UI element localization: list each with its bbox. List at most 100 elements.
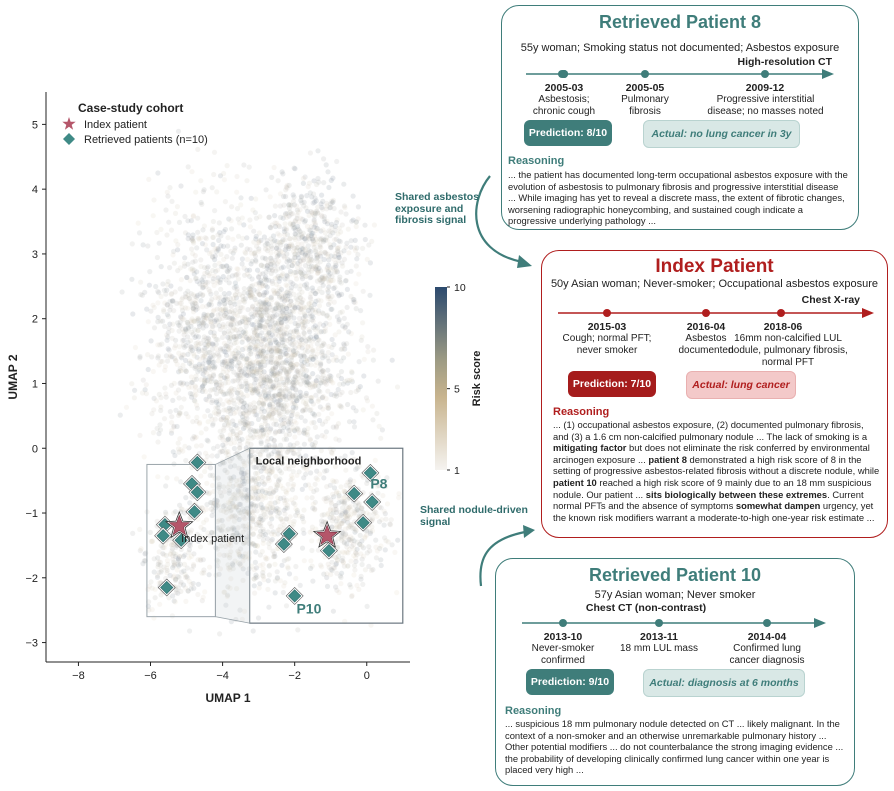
reasoning-text: ... the patient has documented long-term… [508,169,848,227]
card-title: Retrieved Patient 8 [598,12,762,32]
p8-label: P8 [370,475,387,491]
actual-outcome-badge: Actual: no lung cancer in 3y [643,120,800,148]
card-title: Index Patient [655,256,774,277]
imaging-modality: Chest X-ray [801,294,860,306]
connector-p8-to-index [475,175,523,264]
timeline-axis [522,618,826,628]
card-demographics: 57y Asian woman; Never smoker [594,589,756,601]
retrieved-patient-marker [190,485,204,499]
reasoning-heading: Reasoning [553,406,610,418]
retrieved-patient-marker [277,537,291,551]
event-date: 2013-11 [640,631,678,643]
reasoning-text: ... suspicious 18 mm pulmonary nodule de… [505,718,844,776]
colorbar-tick-label: 10 [454,282,466,294]
x-tick-label: 0 [364,670,370,682]
retrieved-patient-marker [282,527,296,541]
legend-diamond-icon [63,133,75,145]
index-patient-annotation: Index patient [181,533,244,545]
y-tick-label: 2 [32,314,38,326]
prediction-badge: Prediction: 8/10 [524,120,612,146]
event-text: Cough; normal PFT; never smoker [562,333,652,356]
timeline-dot [560,70,568,78]
imaging-modality: Chest CT (non-contrast) [585,602,707,614]
connector-arrowhead [523,525,535,538]
event-text: 18 mm LUL mass [620,643,698,654]
x-axis-label: UMAP 1 [205,691,250,705]
event-text: Progressive interstitial disease; no mas… [707,94,824,117]
event-text: 16mm non-calcified LUL nodule, pulmonary… [728,333,848,368]
legend-entry: Index patient [84,119,147,131]
timeline-axis [558,308,874,318]
colorbar-tick-label: 1 [454,465,460,477]
x-tick-label: −4 [216,670,229,682]
neighborhood-boxes: Local neighborhood [146,447,404,624]
reasoning-heading: Reasoning [505,705,562,717]
timeline-dot [777,309,785,317]
connector-arrowhead [517,255,532,268]
y-tick-label: 1 [32,378,38,390]
legend-title: Case-study cohort [78,101,183,115]
event-date: 2005-05 [625,82,665,94]
event-date: 2014-04 [747,631,787,643]
retrieved-patient-marker [347,486,361,501]
event-date: 2009-12 [745,82,785,94]
timeline-dot [603,309,611,317]
retrieved-patient-marker [156,529,170,543]
y-tick-label: 3 [32,249,38,261]
card-demographics: 50y Asian woman; Never-smoker; Occupatio… [550,278,879,290]
nodule-link-label: Shared nodule-driven signal [420,504,528,528]
timeline-dot [763,619,771,627]
card-connectors [475,175,535,587]
asbestos-link-label: Shared asbestos exposure and fibrosis si… [395,191,480,226]
timeline-event: 2005-05 Pulmonary fibrosis [585,82,705,118]
timeline-dot [761,70,769,78]
event-date: 2013-10 [543,631,583,643]
event-text: Never-smoker confirmed [531,643,595,666]
neighborhood-label: Local neighborhood [256,455,362,467]
retrieved-patient-marker [363,466,377,480]
timeline-event: 2015-03 Cough; normal PFT; never smoker [547,321,667,357]
y-tick-label: −1 [25,508,38,520]
retrieved-patient-marker [356,516,370,530]
retrieved-patient-8-card: Retrieved Patient 8 55y woman; Smoking s… [501,5,859,230]
timeline-event: 2005-03 Asbestosis; chronic cough [504,82,624,118]
card-title: Retrieved Patient 10 [588,565,762,585]
legend-entry: Retrieved patients (n=10) [84,134,208,146]
index-patient-marker [168,514,191,536]
index-patient-card: Index Patient 50y Asian woman; Never-smo… [541,250,888,538]
actual-outcome-badge: Actual: diagnosis at 6 months [643,669,805,697]
timeline-event: 2018-06 16mm non-calcified LUL nodule, p… [723,321,848,369]
connector-p10-to-index [479,530,526,587]
x-tick-label: −6 [144,670,157,682]
event-text: Asbestosis; chronic cough [532,94,596,117]
imaging-modality: High-resolution CT [737,56,833,68]
event-date: 2015-03 [587,321,627,333]
y-axis-label: UMAP 2 [6,354,20,399]
timeline-dot [559,619,567,627]
timeline-event: 2013-11 18 mm LUL mass [599,631,719,655]
retrieved-patient-marker [187,505,202,519]
retrieved-patient-marker [160,580,174,595]
actual-outcome-badge: Actual: lung cancer [686,371,796,399]
y-tick-label: 0 [32,443,38,455]
embedding-point-cloud [117,128,402,637]
timeline-event: 2016-04 Asbestos documented [646,321,766,357]
y-tick-label: −2 [25,573,38,585]
colorbar-tick-label: 5 [454,384,460,396]
timeline-event: 2014-04 Confirmed lung cancer diagnosis [707,631,827,667]
y-tick-label: −3 [25,638,38,650]
timeline-dot [655,619,663,627]
x-tick-label: −8 [72,670,85,682]
retrieved-patient-marker [190,455,204,470]
retrieved-patient-marker [322,543,336,558]
retrieved-patient-marker [365,495,379,509]
retrieved-patient-marker [174,533,188,547]
event-text: Confirmed lung cancer diagnosis [729,643,805,666]
event-date: 2016-04 [686,321,726,333]
zoom-projection [214,447,251,624]
index-patient-marker [316,524,338,545]
